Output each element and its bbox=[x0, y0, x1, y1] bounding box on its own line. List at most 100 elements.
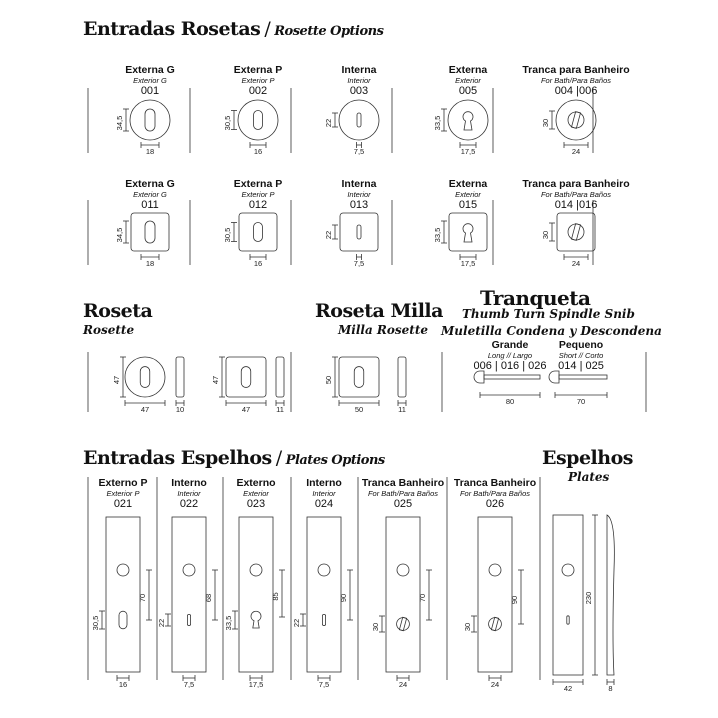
dimension-label: 33,5 bbox=[433, 228, 442, 243]
dimension-label: 24 bbox=[399, 680, 407, 689]
dimension-label: 50 bbox=[355, 405, 363, 414]
thumb-turn-knob-icon bbox=[473, 370, 485, 384]
spindle bbox=[483, 374, 541, 380]
round-rosette bbox=[447, 99, 489, 141]
keyhole-slot-icon bbox=[186, 614, 191, 627]
dimension-label: 22 bbox=[157, 619, 166, 627]
plain-plate bbox=[552, 514, 584, 676]
item-label: Tranca para Banheiro bbox=[522, 64, 630, 76]
item-sub: For Bath/Para Baños bbox=[540, 190, 612, 199]
slash: / bbox=[275, 447, 282, 469]
title: Entradas Rosetas bbox=[83, 18, 261, 40]
dimension-label: 10 bbox=[176, 405, 184, 414]
escutcheon-plate bbox=[105, 516, 141, 673]
keyhole-oval-icon bbox=[144, 220, 156, 244]
round-rosette bbox=[338, 99, 380, 141]
item-label: Externa G bbox=[125, 64, 175, 76]
item-label: Externa bbox=[448, 178, 488, 190]
item-label: Pequeno bbox=[558, 339, 604, 351]
keyhole-oval-icon bbox=[253, 222, 263, 242]
dimension-label: 24 bbox=[572, 147, 580, 156]
dimension-label: 16 bbox=[119, 680, 127, 689]
dimension-label: 17,5 bbox=[461, 147, 476, 156]
square-rosette bbox=[130, 212, 170, 252]
dimension-label: 7,5 bbox=[319, 680, 329, 689]
item-label: Interna bbox=[341, 64, 377, 76]
keyhole-slot-icon bbox=[356, 112, 362, 128]
item-label: Externa P bbox=[233, 64, 283, 76]
dimension-label: 17,5 bbox=[249, 680, 264, 689]
item-sub: Exterior P bbox=[241, 76, 275, 85]
dimension-label: 30 bbox=[463, 623, 472, 631]
dimension-label: 24 bbox=[572, 259, 580, 268]
thumb-turn-icon bbox=[567, 111, 585, 129]
item-code: 012 bbox=[248, 199, 268, 211]
espelhos-title: Espelhos bbox=[542, 447, 633, 469]
escutcheon-plate bbox=[385, 516, 421, 673]
item-sub: Exterior G bbox=[133, 76, 167, 85]
item-code: 006 | 016 | 026 bbox=[473, 360, 547, 372]
dimension-label: 42 bbox=[564, 684, 572, 693]
dimension-label: 70 bbox=[418, 594, 427, 602]
item-label: Tranca para Banheiro bbox=[522, 178, 630, 190]
item-label: Externa P bbox=[233, 178, 283, 190]
dimension-label: 34,5 bbox=[115, 116, 124, 131]
dimension-label: 8 bbox=[608, 684, 612, 693]
dimension-label: 30,5 bbox=[91, 616, 100, 631]
item-sub: Exterior G bbox=[133, 190, 167, 199]
dimension-label: 47 bbox=[242, 405, 250, 414]
dimension-label: 7,5 bbox=[354, 259, 364, 268]
escutcheon-plate bbox=[238, 516, 274, 673]
keyhole-oval-icon bbox=[139, 366, 151, 388]
dimension-label: 85 bbox=[271, 592, 280, 600]
dimension-label: 30 bbox=[371, 623, 380, 631]
thumb-turn-icon bbox=[396, 617, 410, 631]
keyhole-oval-icon bbox=[240, 366, 252, 388]
thumb-turn-bar bbox=[571, 223, 581, 241]
dimension-label: 68 bbox=[204, 594, 213, 602]
title: Entradas Espelhos bbox=[83, 447, 272, 469]
milla-subtitle: Milla Rosette bbox=[338, 323, 428, 337]
round-rosette bbox=[555, 99, 597, 141]
handle-hole bbox=[561, 563, 575, 577]
euro-cylinder-icon bbox=[462, 223, 474, 243]
item-code: 026 bbox=[485, 498, 505, 510]
handle-hole bbox=[488, 563, 502, 577]
keyhole-slot-icon bbox=[321, 614, 326, 627]
espelhos-subtitle: Plates bbox=[568, 470, 610, 484]
item-code: 011 bbox=[141, 199, 159, 211]
item-sub: Exterior bbox=[455, 190, 481, 199]
dimension-label: 11 bbox=[276, 405, 284, 414]
thumb-turn-bar bbox=[490, 616, 500, 632]
thumb-turn-bar bbox=[571, 111, 581, 129]
item-label: Interno bbox=[306, 477, 342, 489]
item-sub: For Bath/Para Baños bbox=[540, 76, 612, 85]
item-label: Externa bbox=[448, 64, 488, 76]
dimension-label: 22 bbox=[292, 619, 301, 627]
keyhole-oval-icon bbox=[118, 610, 128, 630]
keyhole-slot-icon bbox=[356, 224, 362, 240]
section-rosette-options-title: Entradas Rosetas/Rosette Options bbox=[83, 18, 384, 40]
item-sub: Short // Corto bbox=[558, 351, 604, 360]
dimension-label: 90 bbox=[510, 596, 519, 604]
handle-hole bbox=[182, 563, 196, 577]
item-label: Tranca Banheiro bbox=[361, 477, 445, 489]
dimension-label: 17,5 bbox=[461, 259, 476, 268]
item-label: Externo bbox=[236, 477, 276, 489]
subtitle: Rosette Options bbox=[274, 24, 384, 39]
item-code: 024 bbox=[314, 498, 334, 510]
item-code: 003 bbox=[349, 85, 369, 97]
roseta-title: Roseta bbox=[83, 300, 153, 322]
dimension-label: 7,5 bbox=[354, 147, 364, 156]
item-code: 013 bbox=[349, 199, 369, 211]
item-label: Grande bbox=[491, 339, 529, 351]
item-code: 014 | 025 bbox=[558, 360, 604, 372]
item-label: Interna bbox=[341, 178, 377, 190]
item-sub: Exterior bbox=[243, 489, 269, 498]
dimension-label: 70 bbox=[577, 397, 585, 406]
item-code: 025 bbox=[393, 498, 413, 510]
item-code: 004 |006 bbox=[554, 85, 598, 97]
item-code: 023 bbox=[246, 498, 266, 510]
